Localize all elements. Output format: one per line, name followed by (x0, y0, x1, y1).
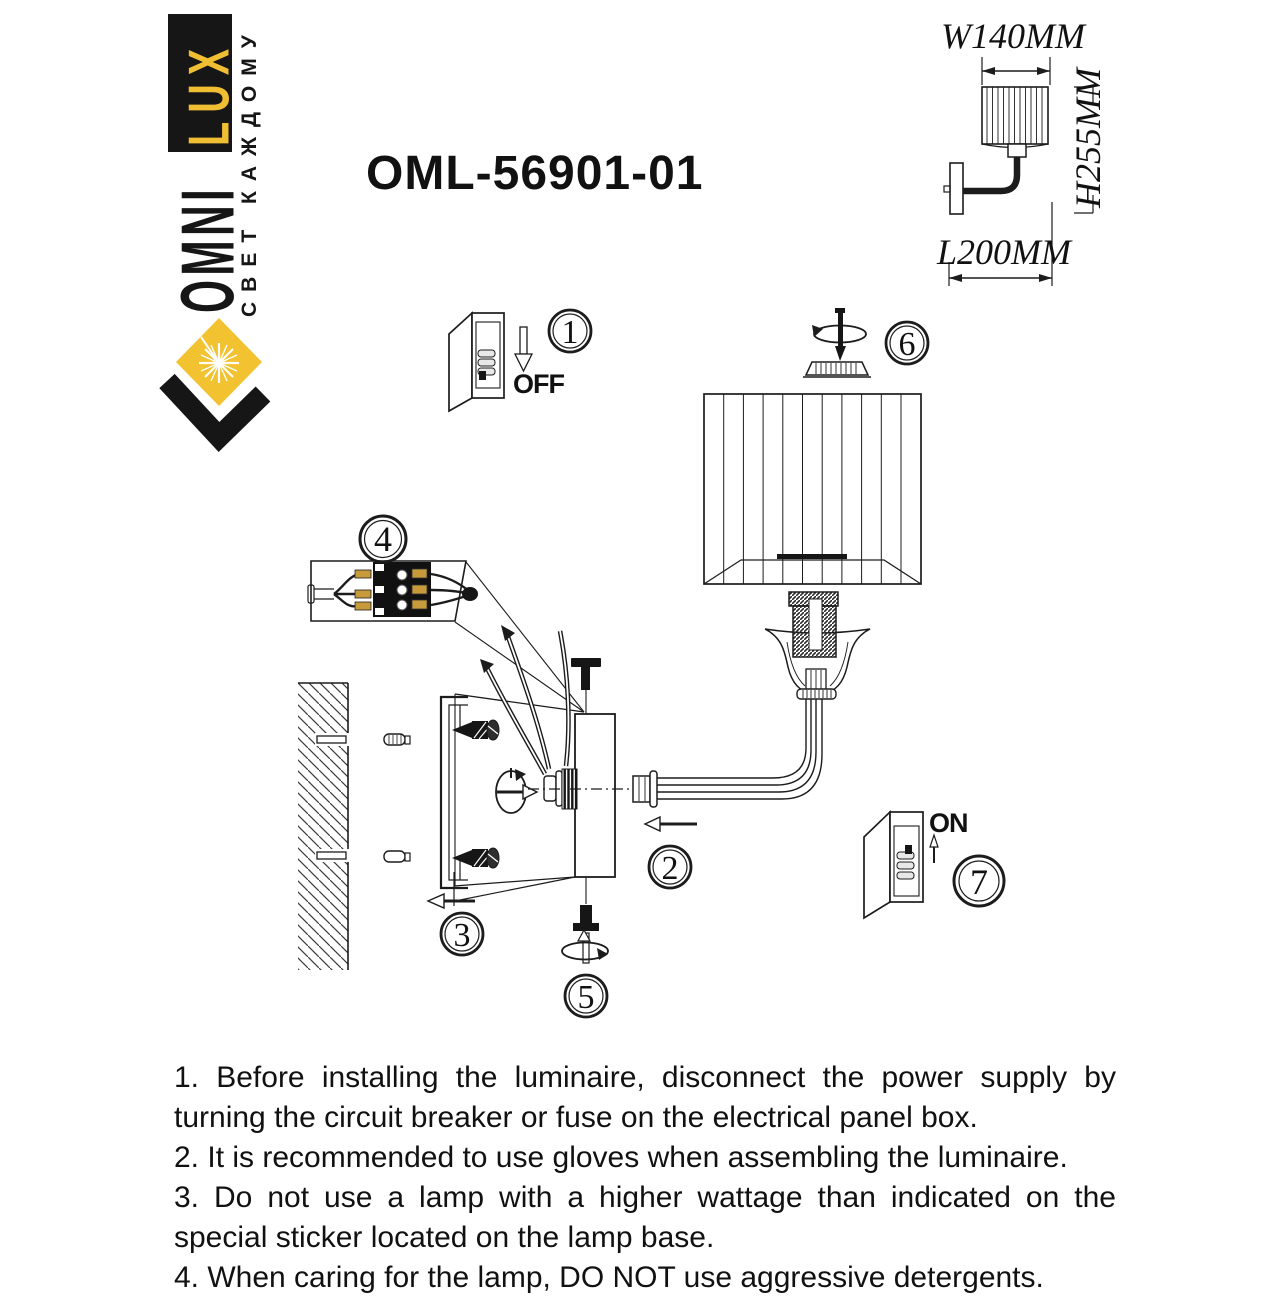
dim-height-label: H255MM (1068, 66, 1108, 209)
dim-width-label: W140MM (941, 16, 1087, 56)
brand-diamond-icon (159, 318, 271, 453)
instruction-1-line-1: 1. Before installing the luminaire, disc… (174, 1061, 1116, 1094)
wall-section (298, 682, 349, 970)
mounting-bracket (439, 693, 585, 906)
step-number-5: 5 (578, 979, 595, 1016)
step-number-3: 3 (454, 917, 471, 954)
step3-bracket-fix: 3 (426, 892, 485, 957)
step6-shade-ring: 6 (803, 308, 930, 378)
lamp-backplate (574, 713, 616, 878)
step-number-1: 1 (562, 314, 579, 351)
off-label: OFF (513, 369, 564, 399)
instruction-1-line-2: turning the circuit breaker or fuse on t… (174, 1101, 978, 1134)
dimension-drawing: W140MM H255MM L200MM (936, 16, 1108, 286)
lamp-socket (764, 591, 871, 700)
arrow-up-icon (929, 833, 939, 863)
arrow-down-icon (513, 326, 534, 373)
brand-omni-label: OMNI (166, 185, 250, 313)
thumb-screw-rotation (495, 768, 539, 814)
step-number-7: 7 (970, 862, 988, 902)
supply-wires (454, 561, 585, 776)
top-screw (571, 658, 601, 714)
product-code-title: OML-56901-01 (366, 147, 704, 200)
brand-tagline: СВЕТ КАЖДОМУ (238, 25, 261, 317)
step7-breaker-on: ON 7 (863, 808, 1006, 920)
brand-logo-box (168, 14, 232, 152)
step4-terminal-detail: 4 (307, 514, 478, 622)
instruction-2-line-1: 2. It is recommended to use gloves when … (174, 1141, 1068, 1174)
instructions-block: 1. Before installing the luminaire, disc… (174, 1058, 1116, 1298)
step-number-4: 4 (374, 519, 392, 559)
lampshade-drawing (703, 393, 922, 585)
on-label: ON (929, 808, 968, 838)
step2-arm-insert: 2 (643, 815, 697, 890)
step-number-6: 6 (899, 326, 916, 363)
wall-anchors (383, 733, 411, 863)
step-number-2: 2 (662, 850, 679, 887)
instruction-3-line-1: 3. Do not use a lamp with a higher watta… (174, 1181, 1116, 1214)
dim-length-label: L200MM (936, 232, 1073, 272)
brand-lux-label: LUX (177, 39, 242, 146)
lamp-arm (632, 697, 823, 808)
mounting-screws (452, 719, 500, 869)
step5-bottom-screw: 5 (561, 877, 609, 1019)
instruction-3-line-2: special sticker located on the lamp base… (174, 1221, 715, 1254)
instruction-4-line-1: 4. When caring for the lamp, DO NOT use … (174, 1261, 1044, 1294)
step1-breaker-off: OFF 1 (448, 308, 593, 413)
